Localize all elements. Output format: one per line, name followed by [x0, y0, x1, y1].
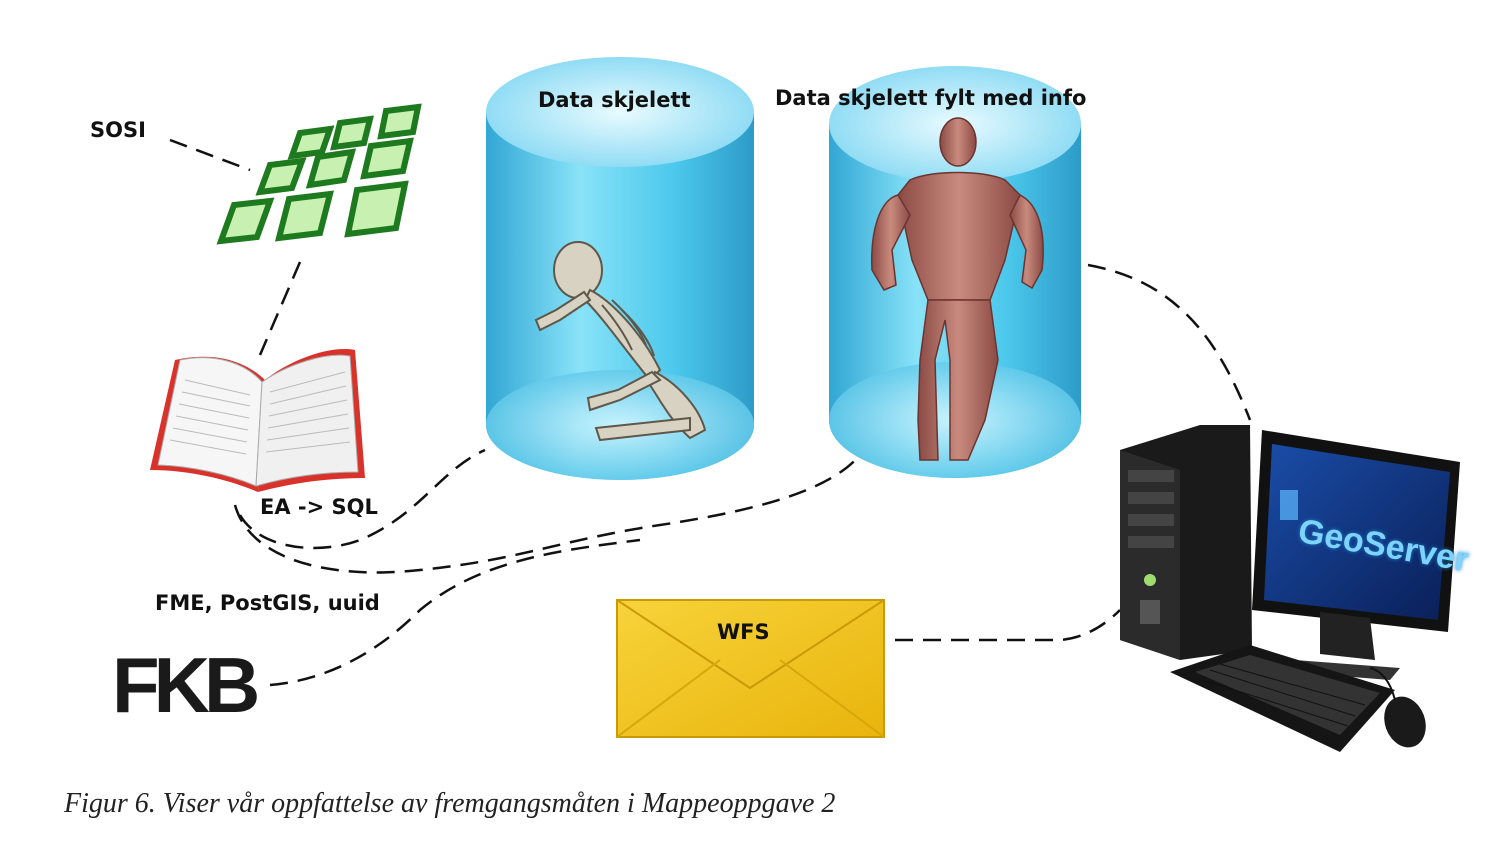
fkb-logo: FKB: [112, 641, 260, 729]
database-cylinder-muscle-figure: [829, 66, 1081, 478]
muscle-figure: [871, 117, 1044, 461]
open-book-icon: [150, 349, 365, 492]
fme-postgis-label: FME, PostGIS, uuid: [155, 591, 380, 615]
connector-filled-computer: [1087, 263, 1252, 421]
connector-book-skeleton: [238, 448, 486, 550]
connectors: [169, 138, 1252, 687]
filled-db-label: Data skjelett fylt med info: [775, 86, 1087, 110]
desktop-computer-icon: [1120, 425, 1460, 752]
connector-book-filled: [233, 454, 861, 574]
skeleton-db-label: Data skjelett: [538, 88, 691, 112]
green-grid-icon: [216, 103, 422, 245]
connector-fkb-filled: [269, 538, 641, 687]
wfs-label: WFS: [717, 620, 770, 644]
skeleton-figure: [534, 241, 707, 442]
connector-sosi-grid: [169, 138, 251, 172]
connector-grid-book: [258, 261, 302, 356]
ea-sql-label: EA -> SQL: [260, 495, 378, 519]
sosi-label: SOSI: [90, 118, 146, 142]
figure-caption: Figur 6. Viser vår oppfattelse av fremga…: [64, 788, 836, 819]
database-cylinder-skeleton: [486, 57, 754, 480]
connector-wfs-computer: [895, 609, 1121, 642]
envelope-icon: [616, 599, 885, 738]
